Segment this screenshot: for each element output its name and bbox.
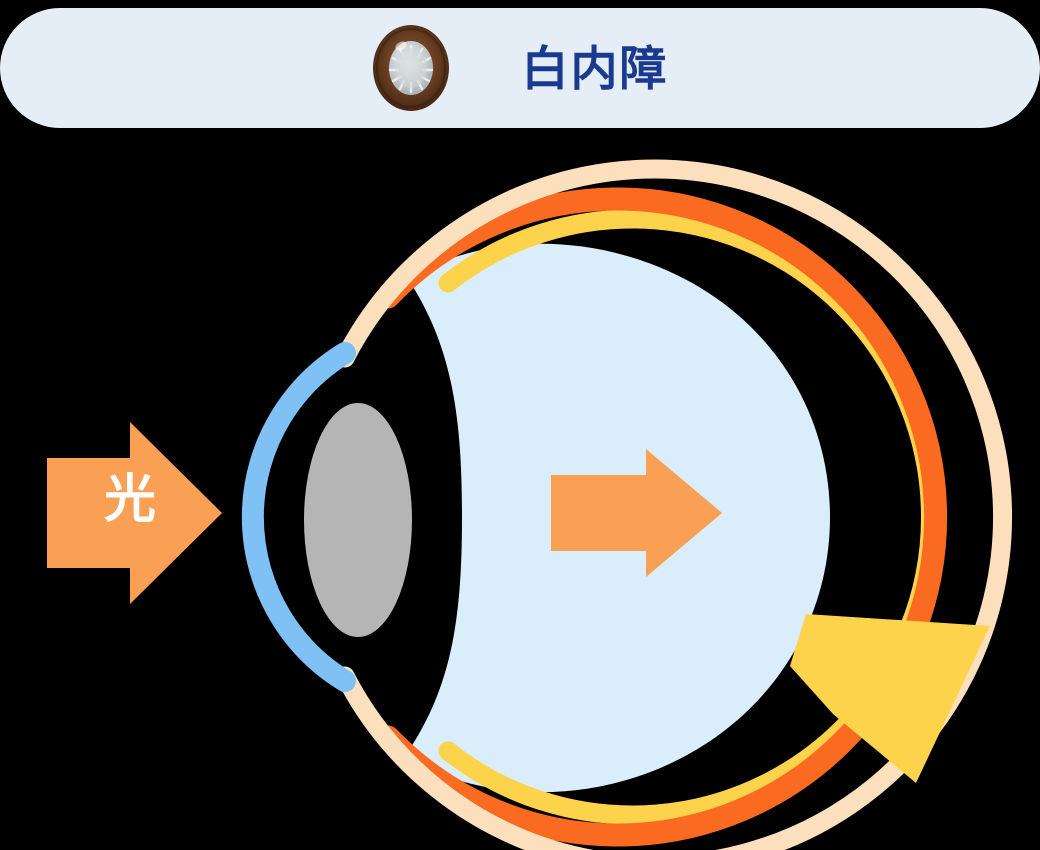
clouded-lens bbox=[304, 403, 412, 637]
cataract-eye-icon bbox=[372, 24, 450, 112]
header-banner: 白内障 bbox=[0, 8, 1040, 128]
eye-diagram: 光 bbox=[0, 128, 1040, 850]
light-arrow bbox=[47, 422, 222, 604]
choroid bbox=[376, 187, 948, 847]
optic-nerve bbox=[790, 614, 990, 783]
cornea bbox=[241, 342, 356, 692]
page-title: 白内障 bbox=[521, 41, 669, 95]
sclera bbox=[335, 159, 1013, 850]
inner-arrow bbox=[551, 449, 722, 577]
